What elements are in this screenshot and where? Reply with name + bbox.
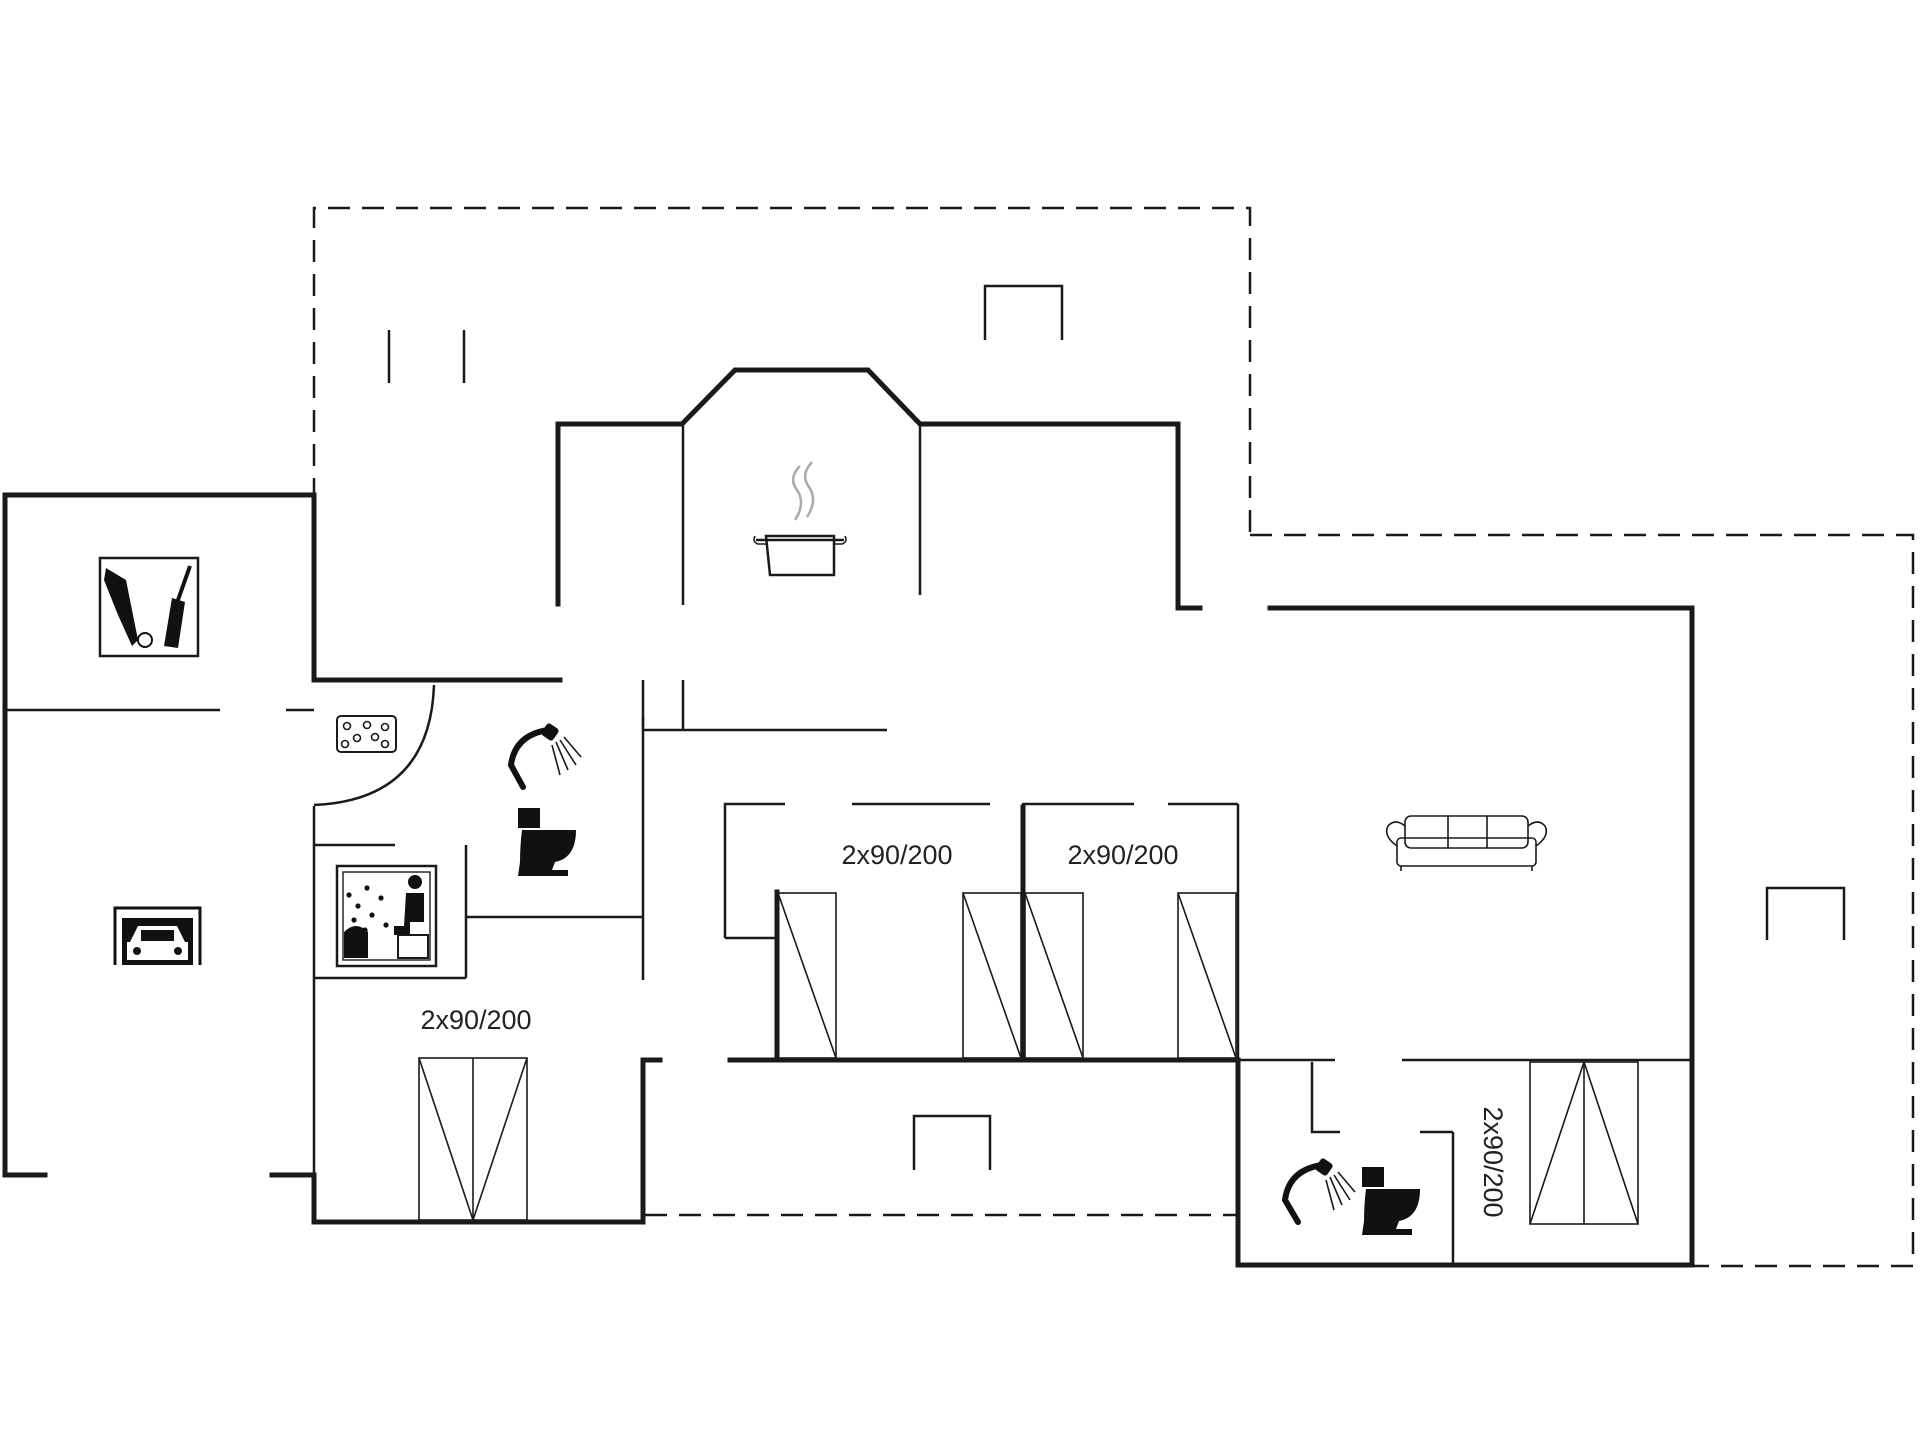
bed-label-center: 2x90/200 xyxy=(1067,840,1178,870)
bed-label-left: 2x90/200 xyxy=(420,1005,531,1035)
toilet-icon xyxy=(1362,1167,1420,1235)
toilet-icon xyxy=(518,808,576,876)
bed-right xyxy=(1529,1061,1639,1225)
sauna-icon xyxy=(335,864,438,968)
shower-icon xyxy=(507,723,582,790)
carport-icon xyxy=(113,906,202,965)
interior-walls xyxy=(5,330,1692,1265)
bed-left xyxy=(418,1057,528,1221)
bed-middle-2 xyxy=(962,892,1022,1059)
bed-label-middle: 2x90/200 xyxy=(841,840,952,870)
terrace-outlines xyxy=(312,206,1915,1268)
utility-room-icon xyxy=(98,556,200,658)
bed-center-1 xyxy=(1024,892,1084,1059)
bed-middle-1 xyxy=(777,892,837,1059)
kitchen-pot-icon xyxy=(753,461,847,577)
sofa-icon xyxy=(1385,815,1548,871)
shower-icon xyxy=(1281,1158,1356,1225)
bed-label-right: 2x90/200 xyxy=(1478,1106,1508,1217)
whirlpool-icon xyxy=(313,684,436,807)
bed-center-2 xyxy=(1177,892,1237,1059)
garden-furniture-icon xyxy=(912,284,1846,1170)
walls xyxy=(2,367,1695,1268)
